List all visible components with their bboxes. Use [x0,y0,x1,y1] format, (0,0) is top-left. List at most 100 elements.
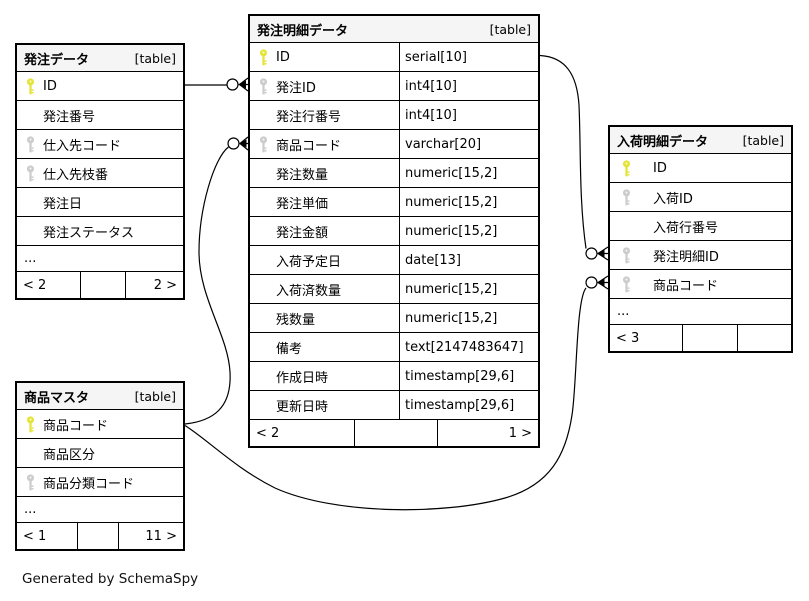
column-name: ID [43,78,57,94]
table-shohin-master[interactable]: 商品マスタ [table] 商品コード 商品区分 商品分類コード ... < 1… [15,381,185,551]
footer-mid-cell [682,325,736,351]
column-name: 仕入先枝番 [43,167,109,183]
column-row: 商品区分 [17,439,183,468]
rel-shohin-to-meisai [184,136,249,425]
foreign-key-icon [621,276,636,293]
column-type: text[2147483647] [399,333,538,361]
column-row: 入荷予定日 date[13] [250,246,538,275]
table-tag: [table] [134,388,176,404]
table-name: 商品マスタ [24,390,90,406]
column-type: int4[10] [399,72,538,100]
footer-parents-count: < 2 [23,277,47,293]
foreign-key-icon [25,136,40,153]
column-row: 発注行番号 int4[10] [250,101,538,130]
table-nyuka-meisai-data[interactable]: 入荷明細データ [table] ID 入荷ID 入荷行番号 発注明細ID 商品コ… [608,125,793,353]
column-name: 商品分類コード [43,476,135,492]
primary-key-icon [258,49,273,66]
table-name: 入荷明細データ [617,134,709,150]
table-hacchu-meisai-data[interactable]: 発注明細データ [table] ID serial[10] 発注ID int4[… [248,14,540,448]
column-row: 備考 text[2147483647] [250,333,538,362]
foreign-key-icon [258,78,273,95]
column-name: 作成日時 [276,370,329,386]
primary-key-icon [621,160,636,177]
column-row: 商品分類コード [17,468,183,497]
column-name: 発注行番号 [276,109,342,125]
column-row: 発注数量 numeric[15,2] [250,159,538,188]
rel-hacchu-id-to-meisai [185,77,249,92]
column-name: 発注単価 [276,196,329,212]
column-name: 仕入先コード [43,138,122,154]
column-type: numeric[15,2] [399,217,538,245]
column-row: 発注明細ID [610,241,791,270]
primary-key-icon [25,416,40,433]
table-tag: [table] [134,50,176,66]
table-header[interactable]: 発注明細データ [table] [250,16,538,43]
column-row: 商品コード [17,410,183,439]
column-row: ID [17,72,183,101]
foreign-key-icon [25,165,40,182]
column-name: 更新日時 [276,399,329,415]
footer-mid-cell [353,420,438,446]
foreign-key-icon [621,247,636,264]
column-name: 発注数量 [276,167,329,183]
column-name: 残数量 [276,312,316,328]
column-type: numeric[15,2] [399,275,538,303]
table-name: 発注データ [24,52,90,68]
foreign-key-icon [621,189,636,206]
column-name: 商品コード [43,418,109,434]
column-name: 入荷予定日 [276,254,342,270]
column-row: ID [610,154,791,183]
column-name: 入荷行番号 [653,220,719,236]
footer-mid-cell [76,523,119,549]
primary-key-icon [25,78,40,95]
column-type: numeric[15,2] [399,304,538,332]
table-header[interactable]: 商品マスタ [table] [17,383,183,410]
foreign-key-icon [25,474,40,491]
column-name: 商品区分 [43,447,96,463]
table-footer: < 2 2 > [17,272,183,298]
column-name: 入荷ID [653,191,693,207]
column-row: 残数量 numeric[15,2] [250,304,538,333]
column-type: serial[10] [399,43,538,71]
table-header[interactable]: 入荷明細データ [table] [610,127,791,154]
table-header[interactable]: 発注データ [table] [17,45,183,72]
column-row: 発注金額 numeric[15,2] [250,217,538,246]
column-name: 発注番号 [43,109,96,125]
column-name: 入荷済数量 [276,283,342,299]
table-hacchu-data[interactable]: 発注データ [table] ID 発注番号 仕入先コード 仕入先枝番 発注日 発… [15,43,185,300]
more-columns-ellipsis: ... [17,497,183,523]
column-name: 発注日 [43,196,83,212]
column-type: numeric[15,2] [399,188,538,216]
column-row: 発注ID int4[10] [250,72,538,101]
column-row: 仕入先枝番 [17,159,183,188]
column-name: 発注ステータス [43,225,135,241]
column-row: 発注番号 [17,101,183,130]
column-type: varchar[20] [399,130,538,158]
table-footer: < 2 1 > [250,420,538,446]
footer-children-count: 11 > [118,523,183,549]
table-footer: < 3 [610,325,791,351]
column-row: 入荷ID [610,183,791,212]
column-name: 商品コード [653,278,719,294]
column-type: numeric[15,2] [399,159,538,187]
footer-parents-count: < 2 [256,425,280,441]
foreign-key-icon [258,136,273,153]
column-name: 発注ID [276,80,316,96]
column-name: ID [653,160,667,176]
table-tag: [table] [742,132,784,148]
rel-meisai-id-to-nyuka [539,54,609,261]
footer-children-count: 1 > [437,420,538,446]
column-type: timestamp[29,6] [399,362,538,390]
table-name: 発注明細データ [257,23,349,39]
table-footer: < 1 11 > [17,523,183,549]
generated-by-note: Generated by SchemaSpy [22,571,199,587]
footer-parents-count: < 3 [616,330,640,346]
column-name: 発注明細ID [653,249,719,265]
column-row: 入荷済数量 numeric[15,2] [250,275,538,304]
column-row: ID serial[10] [250,43,538,72]
column-row: 仕入先コード [17,130,183,159]
column-row: 商品コード varchar[20] [250,130,538,159]
column-type: date[13] [399,246,538,274]
column-row: 作成日時 timestamp[29,6] [250,362,538,391]
